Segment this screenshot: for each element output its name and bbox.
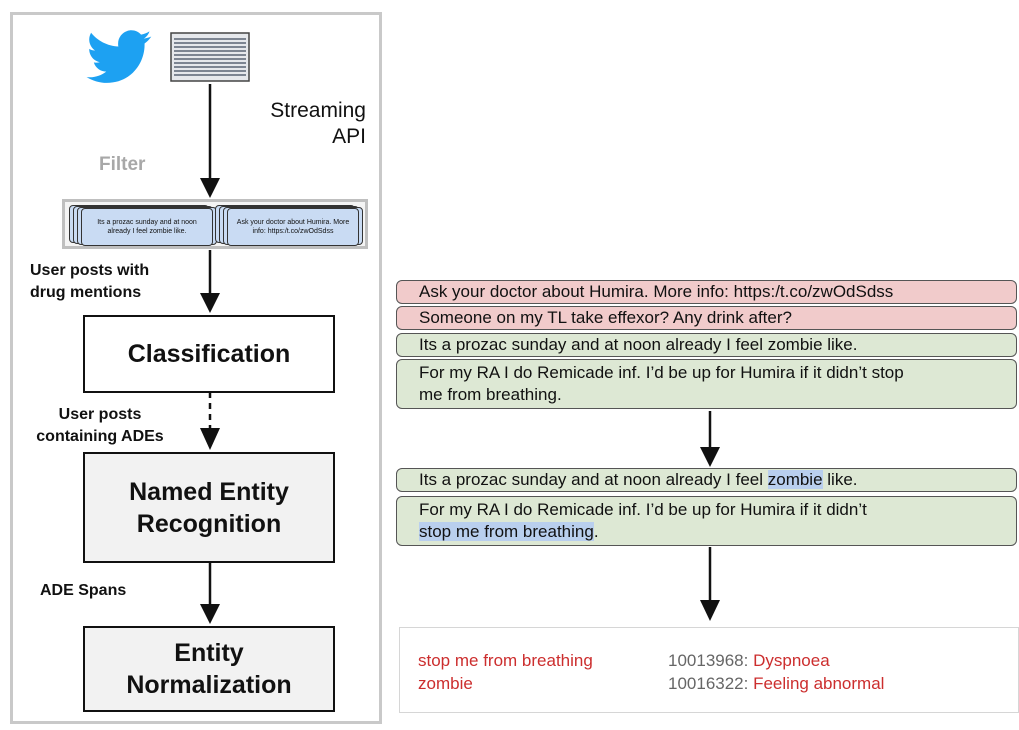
example-arrows [700,411,720,621]
ner-box: Named Entity Recognition [83,452,335,563]
normalized-span: zombie [418,674,473,693]
ner-post-2: For my RA I do Remicade inf. I’d be up f… [396,496,1017,546]
classification-box: Classification [83,315,335,393]
ner-post-1: Its a prozac sunday and at noon already … [396,468,1017,492]
ade-span-highlight: zombie [767,470,823,489]
normalized-concept: 10016322: Feeling abnormal [668,674,885,693]
stream-document-icon [170,32,250,82]
streaming-api-label: Streaming API [270,99,366,148]
normalization-results [399,627,1019,713]
edge-label-containing-ades: User posts containing ADEs [36,406,164,445]
edge-label-drug-mentions: User posts with drug mentions [30,262,150,301]
normalized-span: stop me from breathing [418,651,593,670]
filter-label: Filter [99,154,146,175]
normalized-concept: 10013968: Dyspnoea [668,651,830,670]
ade-span-highlight: stop me from breathing [419,522,594,541]
twitter-bird-icon [86,30,152,83]
classified-post-positive: For my RA I do Remicade inf. I’d be up f… [396,359,1017,409]
edge-label-ade-spans: ADE Spans [40,582,127,599]
classified-post-negative: Someone on my TL take effexor? Any drink… [396,306,1017,330]
tweet-card: Its a prozac sunday and at noon already … [81,208,213,246]
classified-post-positive: Its a prozac sunday and at noon already … [396,333,1017,357]
classified-post-negative: Ask your doctor about Humira. More info:… [396,280,1017,304]
normalization-box: Entity Normalization [83,626,335,712]
pipeline-arrows [200,84,220,624]
filtered-tweets-strip: Its a prozac sunday and at noon already … [62,199,368,249]
tweet-card: Ask your doctor about Humira. More info:… [227,208,359,246]
